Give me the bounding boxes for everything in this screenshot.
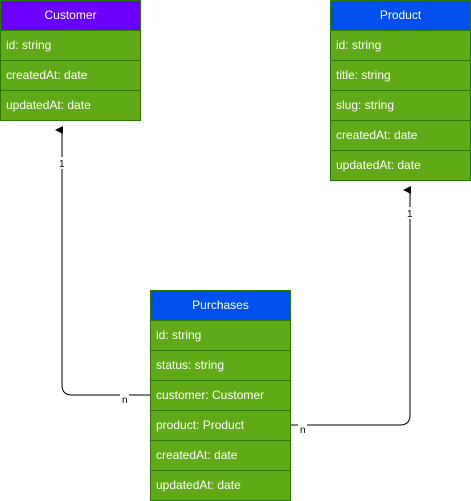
product-relation-line <box>291 186 411 426</box>
purchases-header: Purchases <box>151 291 290 321</box>
purchases-entity[interactable]: Purchases id: string status: string cust… <box>150 290 291 501</box>
purchases-field-created-at: createdAt: date <box>151 441 290 471</box>
product-one-label: 1 <box>407 209 413 220</box>
product-field-title: title: string <box>331 61 470 91</box>
purchases-field-status: status: string <box>151 351 290 381</box>
product-field-created-at: createdAt: date <box>331 121 470 151</box>
customer-field-created-at: createdAt: date <box>1 61 140 91</box>
product-field-updated-at: updatedAt: date <box>336 158 421 172</box>
customer-relation-line <box>55 126 150 396</box>
product-field-slug: slug: string <box>331 91 470 121</box>
product-entity[interactable]: Product id: string title: string slug: s… <box>330 0 471 181</box>
customer-field-updated-at: updatedAt: date <box>6 98 91 112</box>
customer-field-id: id: string <box>1 31 140 61</box>
customer-entity[interactable]: Customer id: string createdAt: date upda… <box>0 0 141 121</box>
purchases-field-updated-at: updatedAt: date <box>156 478 241 492</box>
purchases-field-customer: customer: Customer <box>151 381 290 411</box>
customer-one-label: 1 <box>59 159 65 170</box>
product-header: Product <box>331 1 470 31</box>
product-field-id: id: string <box>331 31 470 61</box>
purchases-field-id: id: string <box>151 321 290 351</box>
customer-header: Customer <box>1 1 140 31</box>
product-many-label: n <box>300 425 306 436</box>
purchases-field-product: product: Product <box>151 411 290 441</box>
customer-many-label: n <box>122 395 128 406</box>
